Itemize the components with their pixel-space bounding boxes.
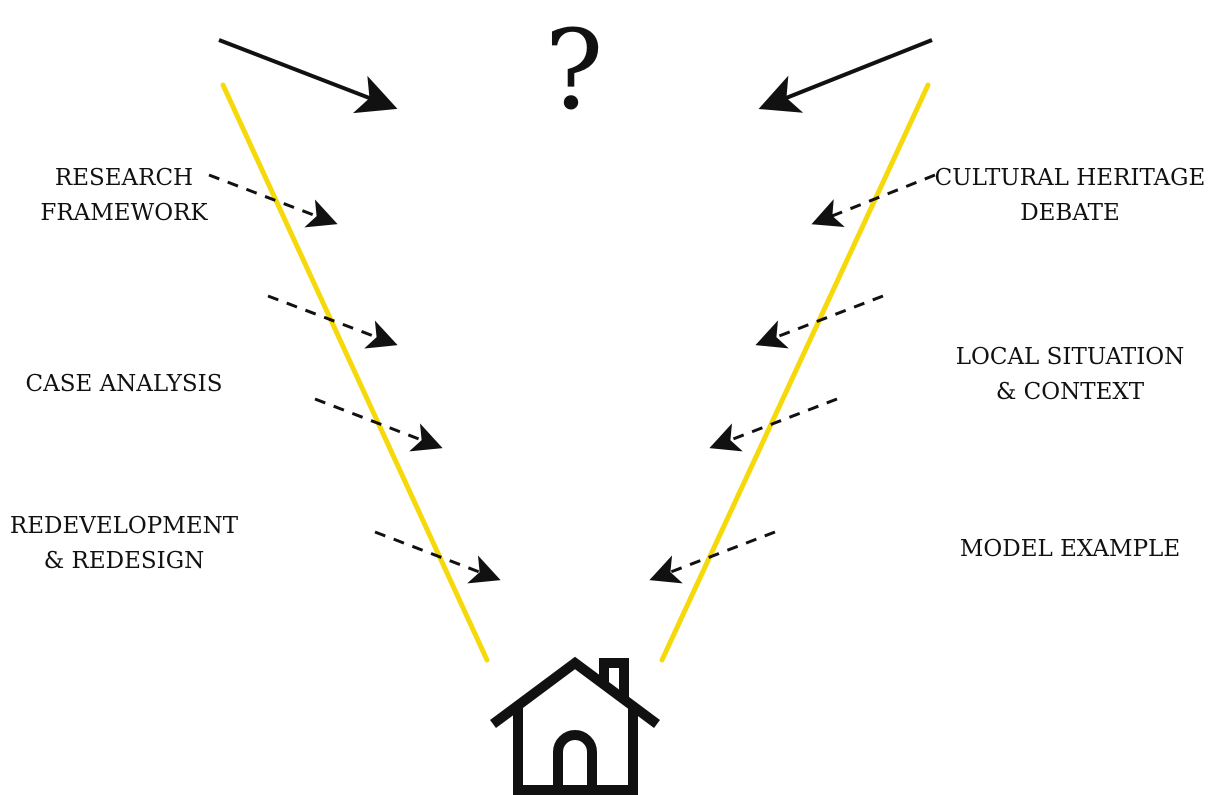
- dashed-arrow-right-3: [709, 397, 838, 452]
- label-cultural-heritage-line2: DEBATE: [1020, 200, 1120, 226]
- label-redevelopment-line2: & REDESIGN: [44, 548, 204, 574]
- arrow-left-down-icon: [758, 38, 933, 113]
- left-dashed-arrows: [208, 173, 501, 584]
- funnel-left-line: [220, 82, 490, 663]
- label-case-analysis: CASE ANALYSIS: [26, 371, 223, 397]
- dashed-arrow-left-4: [374, 530, 501, 584]
- dashed-arrow-left-3: [314, 397, 443, 452]
- label-redevelopment-line1: REDEVELOPMENT: [10, 513, 239, 539]
- right-dashed-arrows: [649, 173, 936, 584]
- dashed-arrow-right-2: [755, 294, 884, 349]
- arrow-right-down-icon: [218, 38, 398, 114]
- label-redevelopment-redesign: REDEVELOPMENT & REDESIGN: [10, 513, 239, 574]
- label-cultural-heritage-debate: CULTURAL HERITAGE DEBATE: [935, 165, 1206, 226]
- label-case-analysis-line1: CASE ANALYSIS: [26, 371, 223, 397]
- label-local-situation-context: LOCAL SITUATION & CONTEXT: [956, 344, 1185, 405]
- label-local-situation-line2: & CONTEXT: [996, 379, 1145, 405]
- dashed-arrow-right-4: [649, 530, 776, 584]
- label-cultural-heritage-line1: CULTURAL HERITAGE: [935, 165, 1206, 191]
- dashed-arrow-left-1: [208, 173, 338, 228]
- label-local-situation-line1: LOCAL SITUATION: [956, 344, 1185, 370]
- dashed-arrow-right-1: [811, 173, 936, 228]
- dashed-arrow-left-2: [267, 294, 398, 349]
- label-model-example: MODEL EXAMPLE: [960, 536, 1180, 562]
- label-model-example-line1: MODEL EXAMPLE: [960, 536, 1180, 562]
- funnel-right-line: [659, 82, 931, 663]
- question-mark: ?: [545, 6, 604, 134]
- house-icon: [490, 656, 660, 795]
- label-research-framework-line1: RESEARCH: [55, 165, 193, 191]
- label-research-framework: RESEARCH FRAMEWORK: [40, 165, 208, 226]
- label-research-framework-line2: FRAMEWORK: [40, 200, 208, 226]
